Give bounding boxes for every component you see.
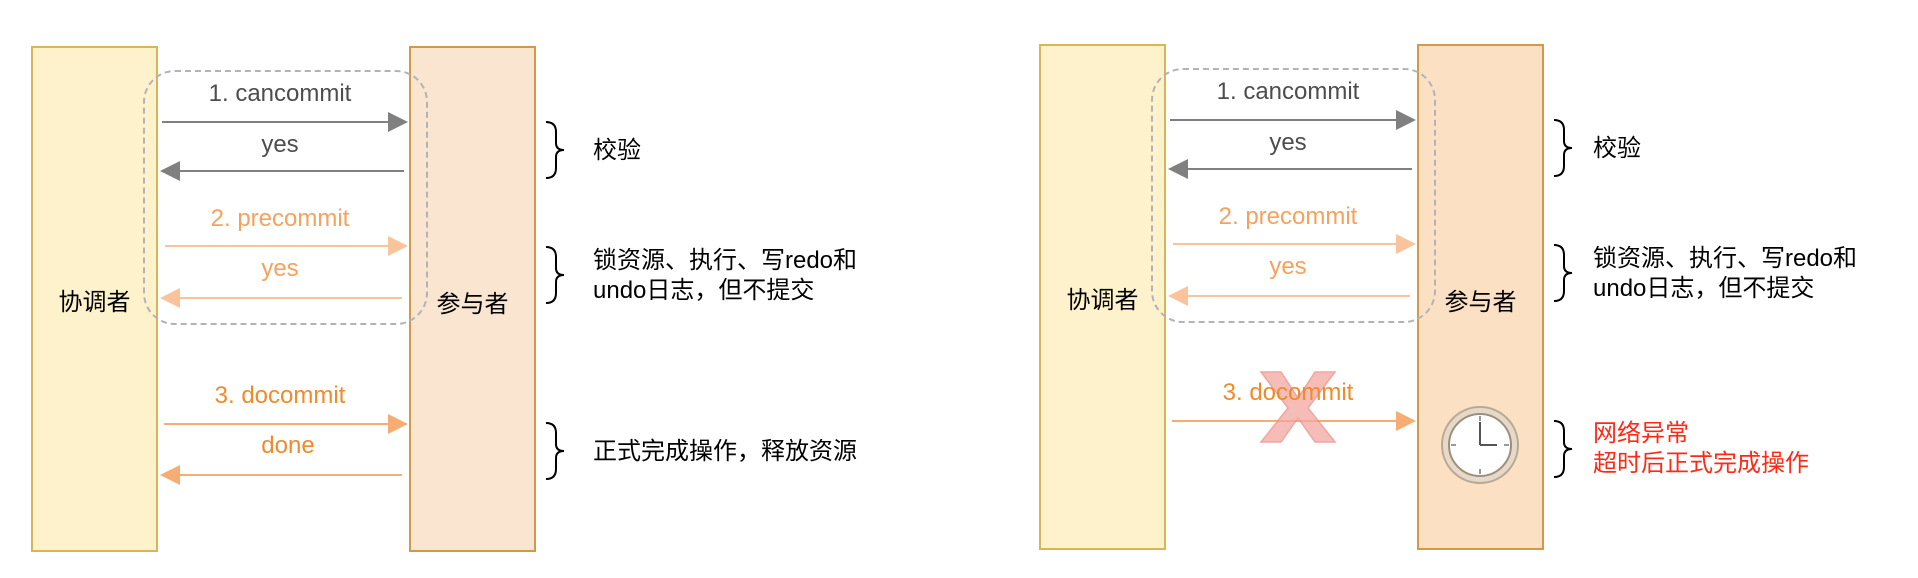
- brace-verify: [545, 121, 565, 179]
- brace-error: [1553, 420, 1573, 478]
- coordinator-box: 协调者: [31, 46, 158, 552]
- coordinator-box: 协调者: [1039, 44, 1166, 550]
- error-note-line1: 网络异常: [1593, 420, 1689, 447]
- phase-group-outline: [1151, 68, 1436, 323]
- yes1-label: yes: [1269, 129, 1307, 156]
- message-arrows: [160, 112, 565, 485]
- lock-note-line2: undo日志，但不提交: [593, 277, 815, 304]
- verify-note: 校验: [593, 137, 641, 164]
- precommit-label: 2. precommit: [210, 205, 350, 232]
- cancommit-label: 1. cancommit: [1216, 78, 1360, 105]
- coordinator-label: 协调者: [1066, 286, 1139, 314]
- timeout-flow-panel: 协调者 参与者: [1008, 0, 1918, 578]
- commit-note: 正式完成操作，释放资源: [593, 438, 857, 465]
- precommit-label: 2. precommit: [1218, 203, 1358, 230]
- phase-group-outline: [143, 70, 428, 325]
- done-label: done: [261, 432, 315, 459]
- docommit-label: 3. docommit: [1222, 379, 1354, 406]
- cancommit-label: 1. cancommit: [208, 80, 352, 107]
- brace-lock: [545, 246, 565, 304]
- error-note-line2: 超时后正式完成操作: [1593, 450, 1809, 477]
- verify-note: 校验: [1593, 135, 1641, 162]
- docommit-label: 3. docommit: [214, 382, 346, 409]
- normal-flow-panel: 协调者 参与者 1. cancommit yes 2. precommit ye…: [31, 46, 858, 552]
- participant-label: 参与者: [436, 290, 509, 318]
- clock-icon: [1441, 406, 1519, 484]
- coordinator-label: 协调者: [58, 288, 131, 316]
- brace-commit: [545, 422, 565, 480]
- yes1-label: yes: [261, 131, 299, 158]
- lock-note-line1: 锁资源、执行、写redo和: [593, 247, 858, 274]
- lock-note-line1: 锁资源、执行、写redo和: [1593, 245, 1858, 272]
- participant-box: 参与者: [409, 46, 536, 552]
- participant-label: 参与者: [1444, 288, 1517, 316]
- yes2-label: yes: [261, 255, 299, 282]
- brace-lock: [1553, 244, 1573, 302]
- message-arrows: [1168, 110, 1573, 484]
- x-mark-icon: [1259, 371, 1337, 443]
- yes2-label: yes: [1269, 253, 1307, 280]
- lock-note-line2: undo日志，但不提交: [1593, 275, 1815, 302]
- brace-verify: [1553, 119, 1573, 177]
